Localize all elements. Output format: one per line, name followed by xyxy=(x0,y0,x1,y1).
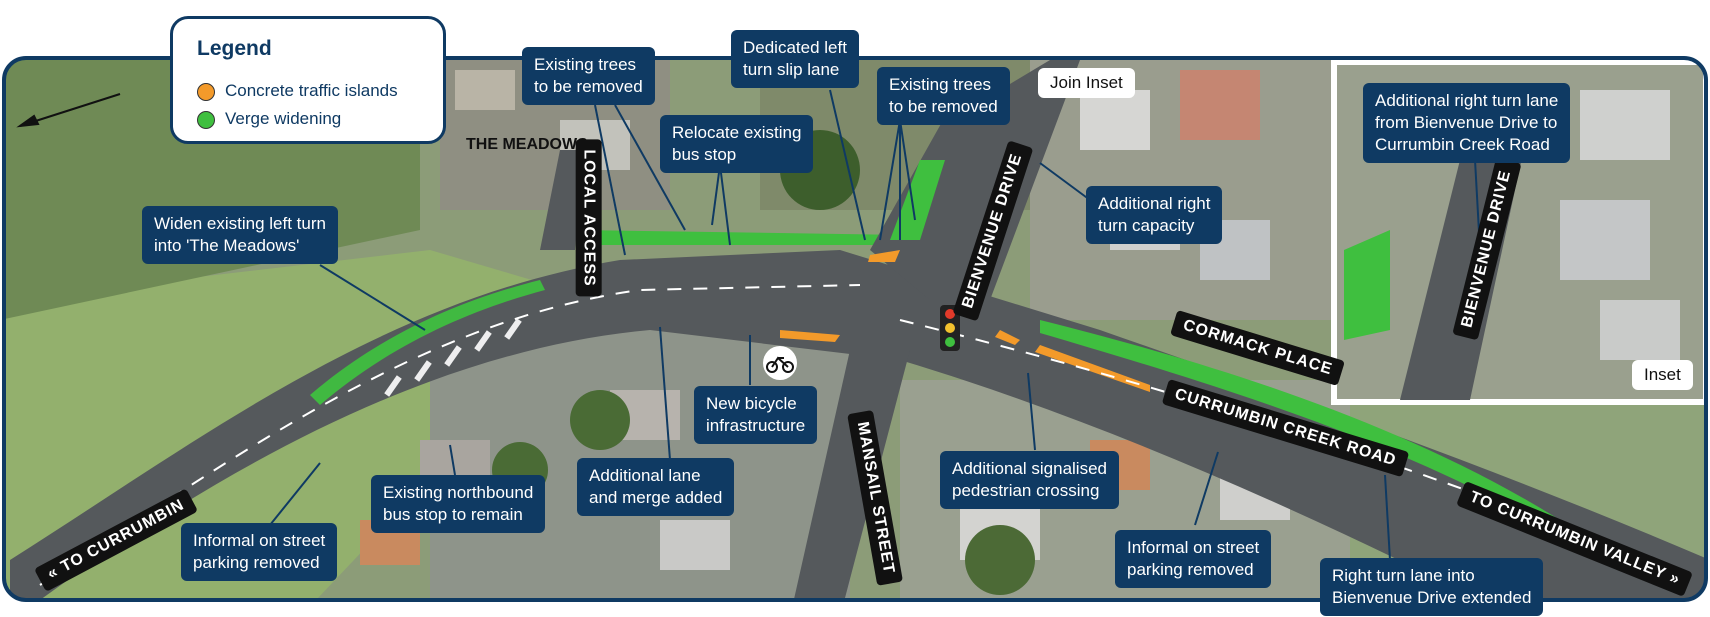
road-label-local-access: LOCAL ACCESS xyxy=(575,139,602,297)
north-arrow-icon xyxy=(16,93,121,128)
orange-dot-icon xyxy=(197,82,215,101)
callout-relocate-bus-stop: Relocate existing bus stop xyxy=(660,115,814,173)
join-inset-label: Join Inset xyxy=(1038,68,1135,98)
legend-item-traffic-islands: Concrete traffic islands xyxy=(197,81,398,101)
callout-dedicated-slip-lane: Dedicated left turn slip lane xyxy=(731,30,859,88)
traffic-light-icon xyxy=(940,305,960,351)
bicycle-icon xyxy=(763,346,797,380)
callout-trees-removed-left: Existing trees to be removed xyxy=(522,47,655,105)
callout-parking-removed-left: Informal on street parking removed xyxy=(181,523,338,581)
place-label-the-meadows: THE MEADOWS xyxy=(466,136,588,153)
legend: Legend Concrete traffic islands Verge wi… xyxy=(170,16,446,144)
callout-signalised-crossing: Additional signalised pedestrian crossin… xyxy=(940,451,1119,509)
green-dot-icon xyxy=(197,110,215,129)
callout-bicycle-infrastructure: New bicycle infrastructure xyxy=(694,386,818,444)
callout-right-turn-extended: Right turn lane into Bienvenue Drive ext… xyxy=(1320,558,1544,616)
callout-widen-left-turn: Widen existing left turn into 'The Meado… xyxy=(142,206,338,264)
callout-parking-removed-right: Informal on street parking removed xyxy=(1115,530,1272,588)
legend-label: Verge widening xyxy=(225,109,342,128)
callout-trees-removed-right: Existing trees to be removed xyxy=(877,67,1010,125)
inset-label: Inset xyxy=(1632,360,1693,390)
callout-inset-right-turn-lane: Additional right turn lane from Bienvenu… xyxy=(1363,83,1571,163)
callout-right-turn-capacity: Additional right turn capacity xyxy=(1086,186,1223,244)
legend-title: Legend xyxy=(197,37,272,60)
callout-northbound-bus-stop: Existing northbound bus stop to remain xyxy=(371,475,546,533)
legend-label: Concrete traffic islands xyxy=(225,81,398,100)
callout-lane-merge: Additional lane and merge added xyxy=(577,458,735,516)
legend-item-verge-widening: Verge widening xyxy=(197,109,341,129)
